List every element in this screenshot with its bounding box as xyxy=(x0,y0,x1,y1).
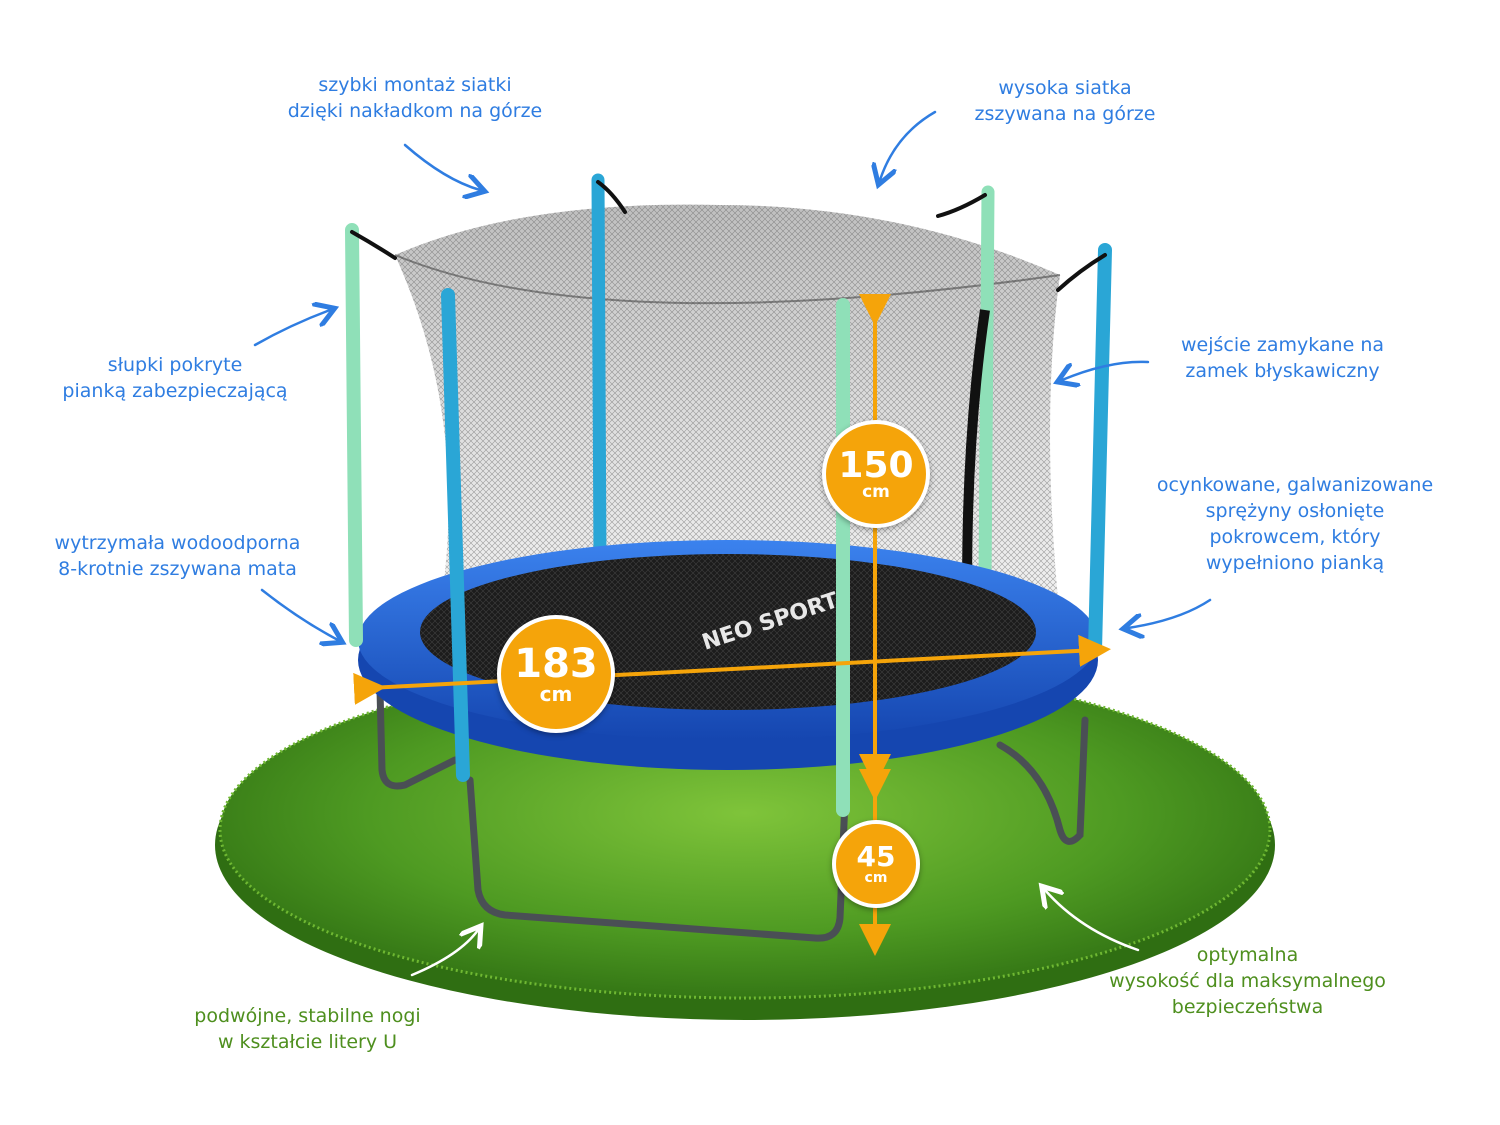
arrow-mat xyxy=(260,588,338,640)
arrow-zip xyxy=(1062,360,1150,380)
note-high-net: wysoka siatka zszywana na górze xyxy=(974,77,1156,125)
net-height-badge: 150 cm xyxy=(822,420,930,528)
diameter-value: 183 xyxy=(514,641,598,687)
arrow-net-clips xyxy=(403,143,480,190)
net-height-unit: cm xyxy=(862,481,890,502)
note-springs: ocynkowane, galwanizowane sprężyny osłon… xyxy=(1156,474,1434,574)
arrow-high-net xyxy=(880,110,937,180)
arrow-foam-poles xyxy=(253,310,330,347)
note-net-clips: szybki montaż siatki dzięki nakładkom na… xyxy=(287,74,543,122)
u-legs xyxy=(376,686,1089,942)
frame-height-unit: cm xyxy=(864,870,888,886)
note-height: optymalna wysokość dla maksymalnego bezp… xyxy=(1109,944,1386,1018)
diameter-badge: 183 cm xyxy=(497,615,615,733)
frame-height-badge: 45 cm xyxy=(832,820,920,908)
back-poles xyxy=(591,173,995,587)
arrow-height xyxy=(1045,890,1140,952)
callout-arrows xyxy=(253,110,1212,977)
note-legs: podwójne, stabilne nogi w kształcie lite… xyxy=(194,1005,421,1053)
frame-height-value: 45 xyxy=(856,840,896,873)
diameter-unit: cm xyxy=(539,682,573,706)
note-zip-entrance: wejście zamykane na zamek błyskawiczny xyxy=(1181,334,1384,382)
note-foam-poles: słupki pokryte pianką zabezpieczającą xyxy=(62,354,288,402)
arrow-legs xyxy=(410,930,478,977)
note-mat: wytrzymała wodoodporna 8-krotnie zszywan… xyxy=(54,532,301,580)
arrow-springs xyxy=(1128,598,1212,628)
net-height-value: 150 xyxy=(838,444,914,486)
